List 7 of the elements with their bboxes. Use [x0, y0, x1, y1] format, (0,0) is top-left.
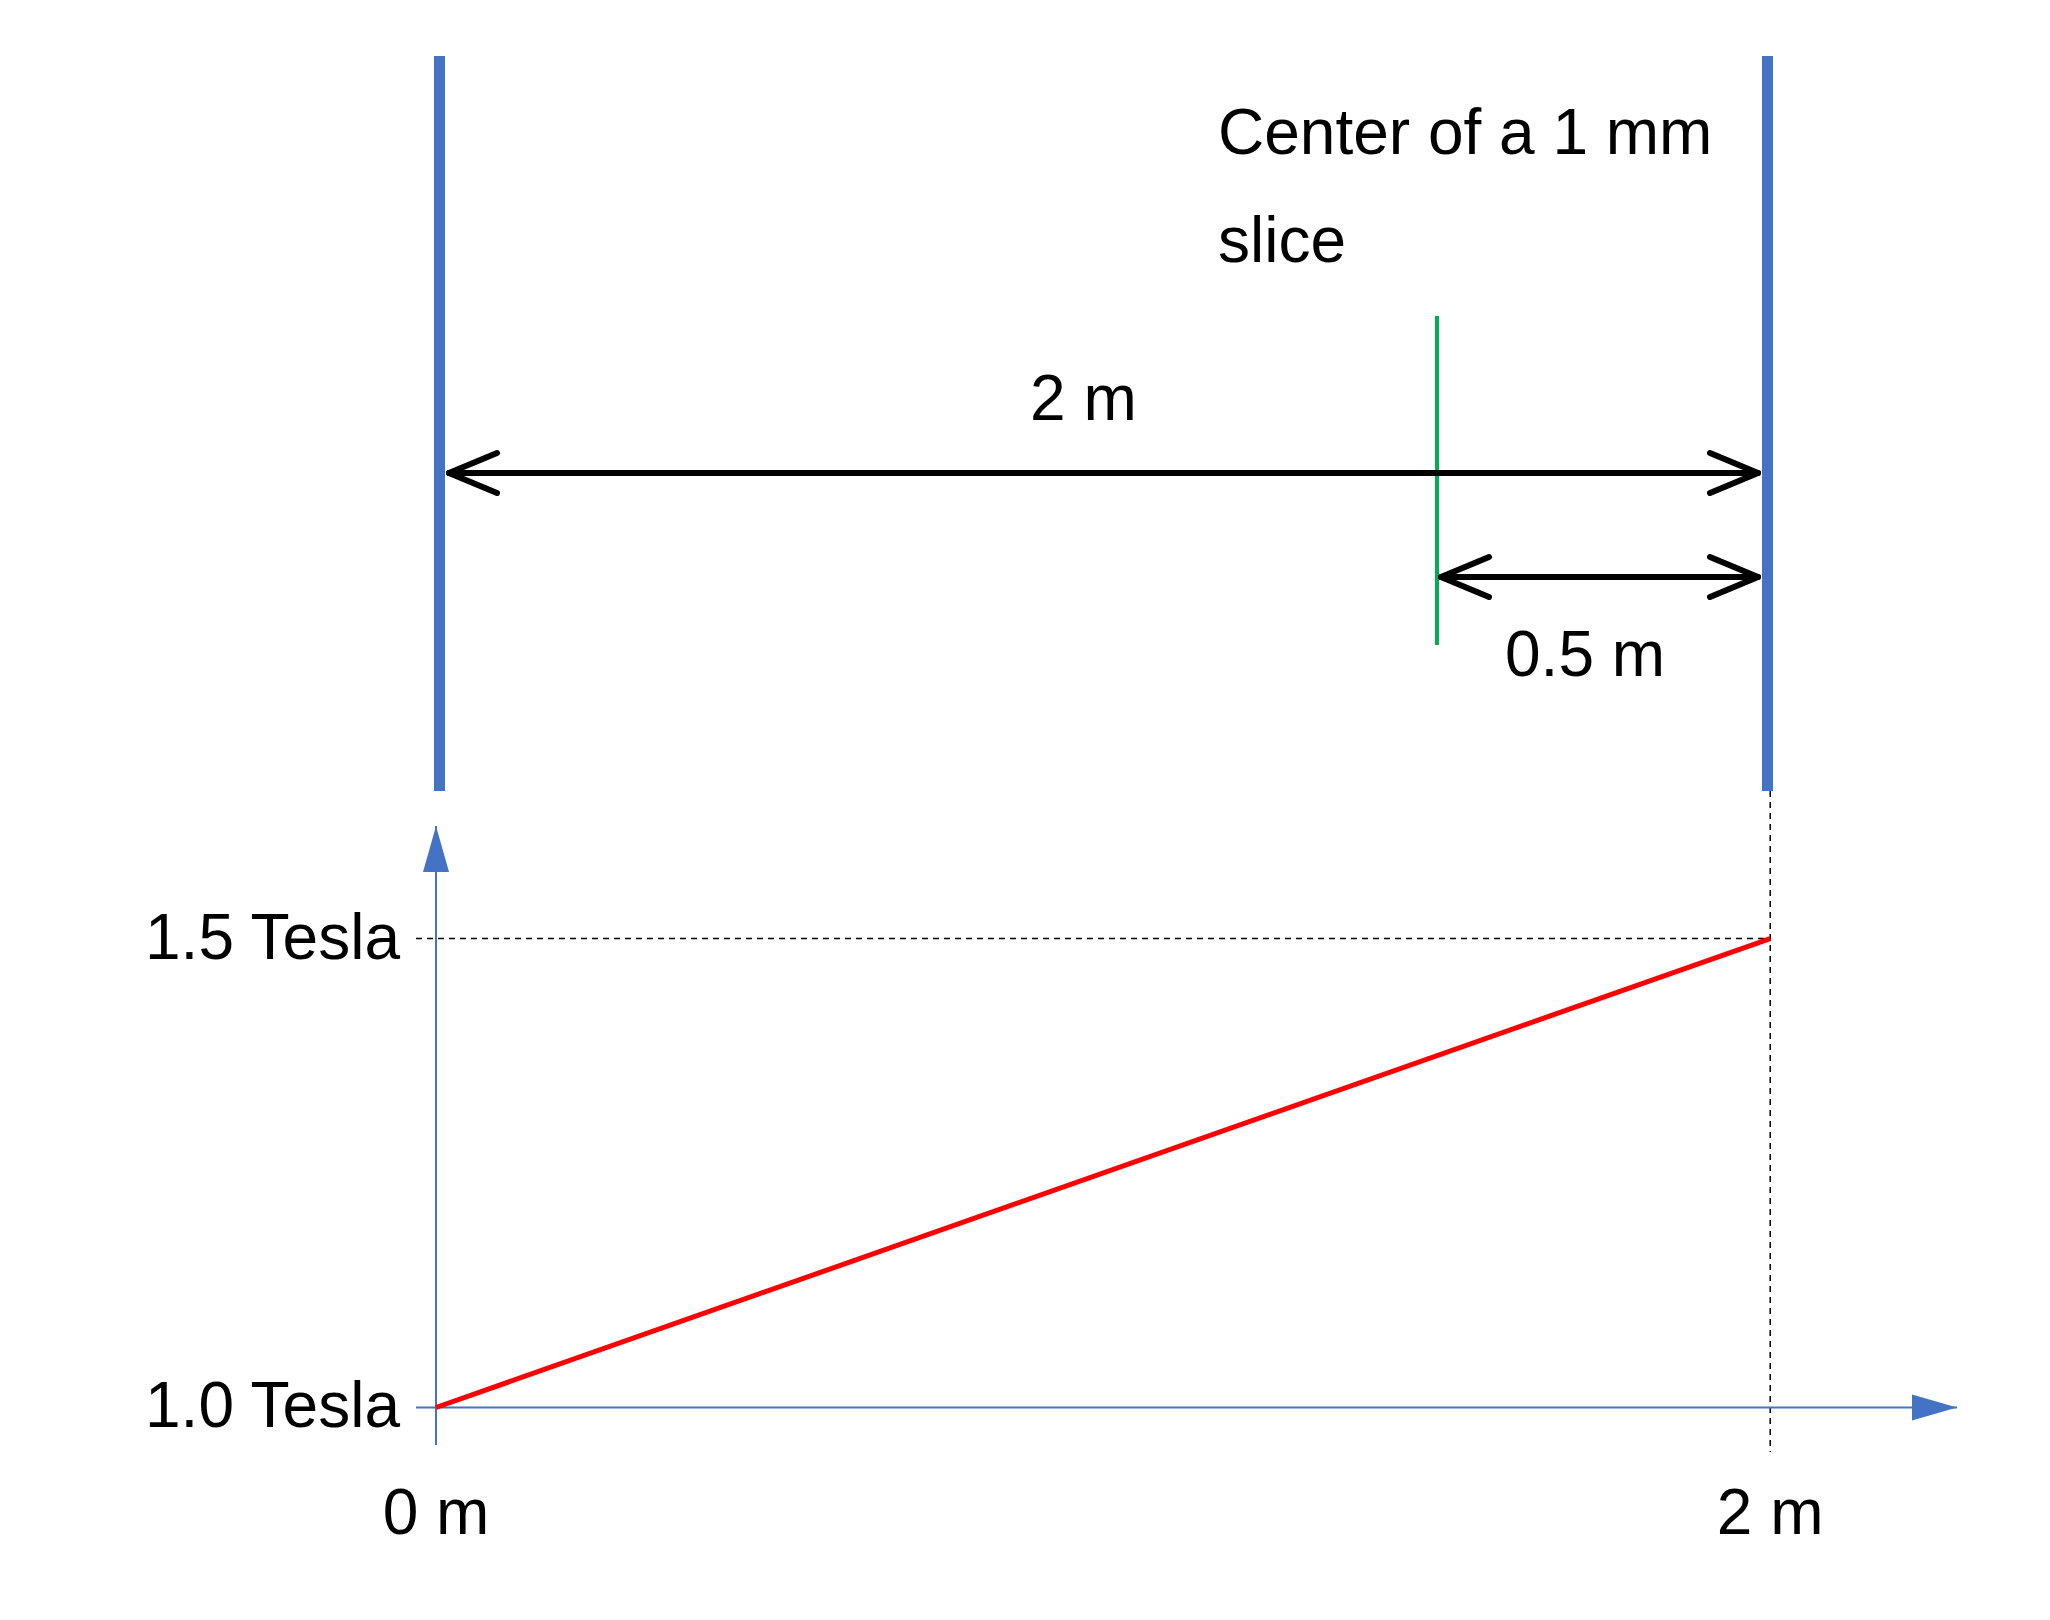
x-tick-label: 0 m — [382, 1480, 490, 1544]
dimension-label: 2 m — [1030, 366, 1137, 430]
y-tick-label: 1.0 Tesla — [145, 1373, 400, 1438]
y-tick-label: 1.5 Tesla — [145, 904, 400, 969]
dimension-label: 0.5 m — [1505, 622, 1666, 686]
x-tick-label: 2 m — [1716, 1480, 1824, 1544]
annotation-text: Center of a 1 mm slice — [1218, 95, 1714, 278]
